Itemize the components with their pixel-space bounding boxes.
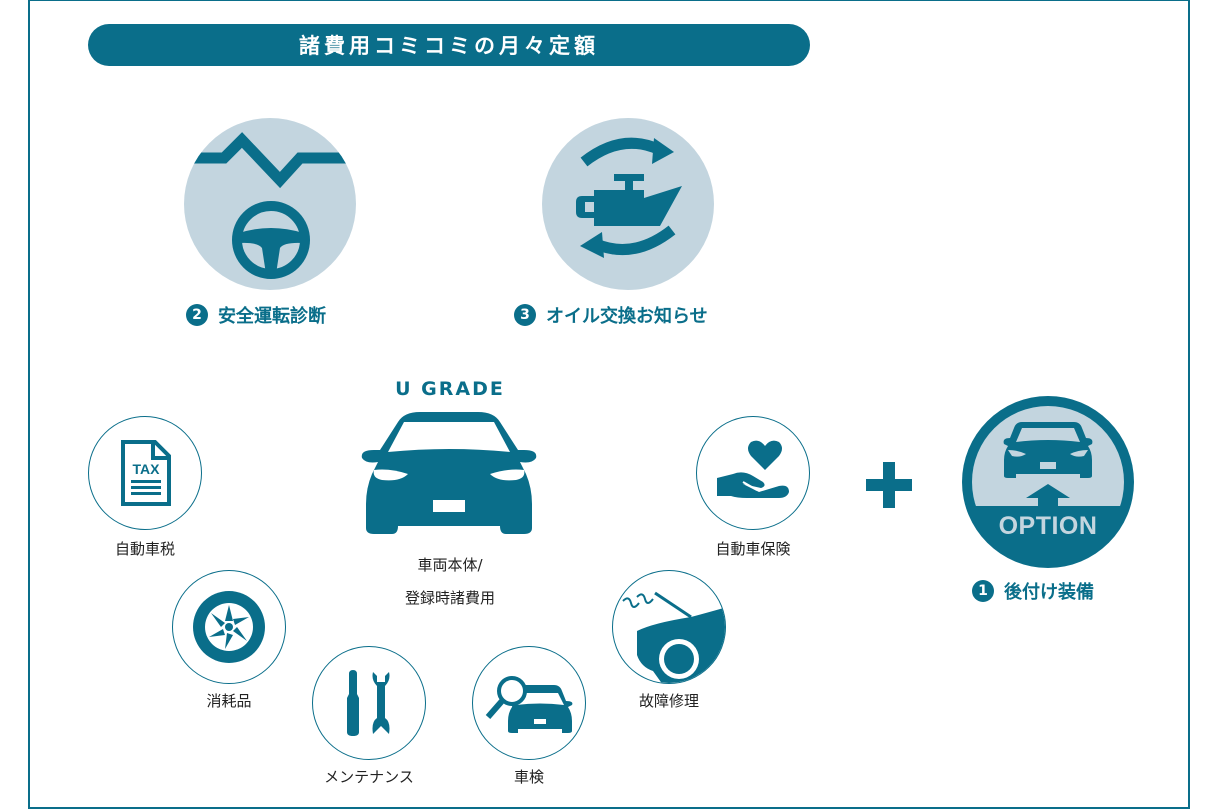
- car-upgrade-icon: [1003, 422, 1093, 506]
- car-front-icon: [361, 412, 537, 534]
- svg-text:TAX: TAX: [133, 461, 161, 477]
- option-badge: OPTION: [962, 396, 1134, 568]
- tax-document-icon: TAX: [121, 440, 171, 506]
- content-frame: [28, 0, 1190, 809]
- banner-title: 諸費用コミコミの月々定額: [299, 34, 599, 58]
- insurance-label: 自動車保険: [715, 540, 791, 558]
- car-caption: 車両本体/ 登録時諸費用: [350, 549, 550, 615]
- plus-icon: [866, 462, 912, 508]
- option-label: 1 後付け装備: [972, 578, 1094, 604]
- car-caption-line1: 車両本体/: [417, 556, 483, 574]
- oil-change-icon: [576, 137, 682, 258]
- repair-item-circle: [612, 570, 726, 684]
- oil-change-text: オイル交換お知らせ: [546, 306, 708, 327]
- car-caption-line2: 登録時諸費用: [404, 589, 495, 607]
- tax-label: 自動車税: [114, 540, 175, 558]
- car-inspection-icon: [485, 676, 573, 733]
- inspection-item-circle: [472, 646, 586, 760]
- grade-title: U GRADE: [395, 378, 505, 400]
- maintenance-item-circle: [312, 646, 426, 760]
- option-text: 後付け装備: [1004, 582, 1094, 603]
- inspection-label: 車検: [513, 768, 544, 786]
- steering-wheel-icon: [184, 132, 356, 279]
- safe-driving-feature-circle: [184, 118, 356, 290]
- tax-item-circle: TAX: [88, 416, 202, 530]
- tire-icon: [193, 591, 265, 663]
- oil-change-label: 3 オイル交換お知らせ: [514, 302, 708, 328]
- insurance-item-circle: [696, 416, 810, 530]
- number-badge: 1: [972, 580, 994, 602]
- header-banner: 諸費用コミコミの月々定額: [88, 24, 810, 66]
- consumables-label: 消耗品: [206, 692, 252, 710]
- number-badge: 2: [186, 304, 208, 326]
- maintenance-label: メンテナンス: [324, 768, 414, 786]
- consumables-item-circle: [172, 570, 286, 684]
- tools-icon: [347, 670, 390, 736]
- safe-driving-label: 2 安全運転診断: [186, 302, 326, 328]
- repair-label: 故障修理: [638, 692, 699, 710]
- car-breakdown-icon: [622, 591, 725, 683]
- option-badge-text: OPTION: [998, 512, 1098, 540]
- insurance-heart-hand-icon: [717, 440, 789, 498]
- number-badge: 3: [514, 304, 536, 326]
- safe-driving-text: 安全運転診断: [218, 306, 326, 327]
- oil-change-feature-circle: [542, 118, 714, 290]
